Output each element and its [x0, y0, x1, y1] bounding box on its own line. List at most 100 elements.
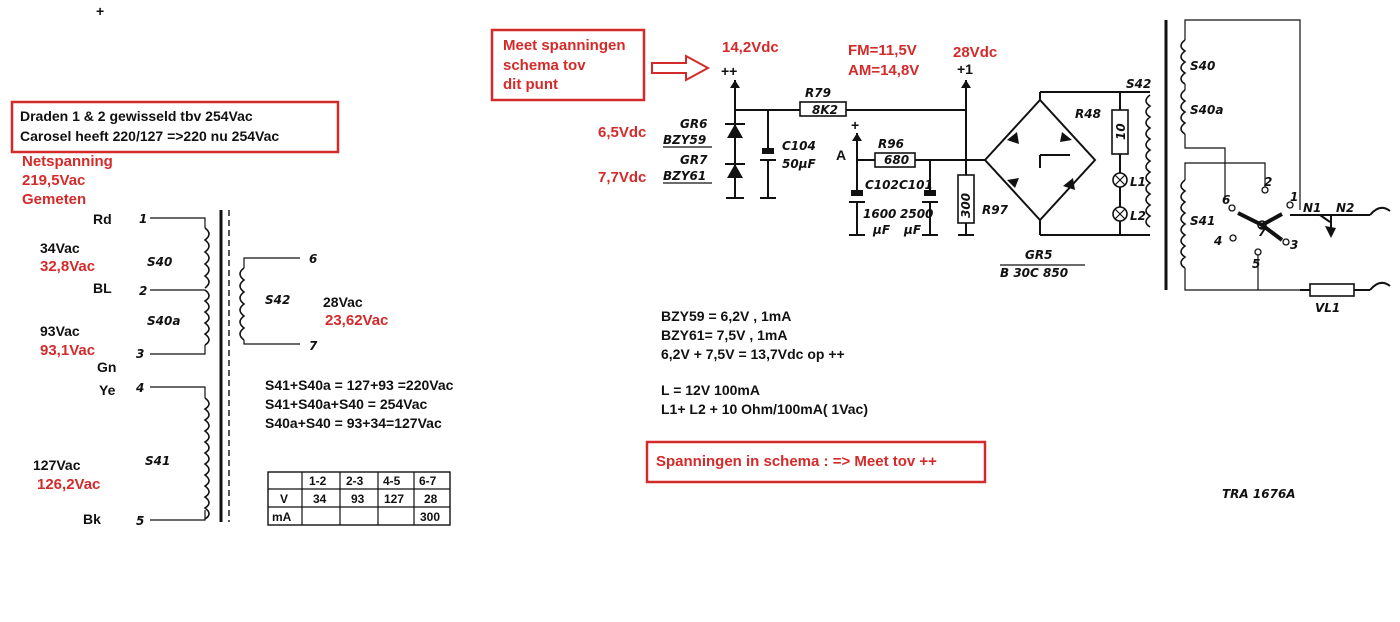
switch-pin-6: 6: [1222, 193, 1230, 207]
zener-gr6: [727, 124, 743, 138]
measure-box-line2: schema tov: [503, 57, 586, 74]
coil-s40-right: [1180, 39, 1187, 85]
wire-label-bk: Bk: [83, 511, 101, 527]
wire-label-ye: Ye: [99, 382, 116, 398]
netspanning-note: Gemeten: [22, 191, 86, 208]
r79-value: 8K2: [812, 103, 838, 117]
table-cell-v-1: 34: [313, 492, 327, 506]
r97-label: R97: [982, 203, 1009, 217]
table-cell-v-2: 93: [351, 492, 365, 506]
switch-pin-4: 4: [1213, 234, 1222, 248]
table-cell-v-label: V: [280, 492, 288, 506]
measure-arrow: [651, 54, 711, 82]
sec-pin-7: 7: [309, 339, 318, 353]
wire-label-rd: Rd: [93, 211, 112, 227]
r96-value: 680: [884, 153, 909, 167]
table-header-3: 4-5: [383, 474, 401, 488]
coil-s40a-right: [1180, 89, 1187, 135]
c104-label: C104: [782, 139, 816, 153]
note-line-1: BZY59 = 6,2V , 1mA: [661, 308, 791, 324]
coil-s40: [203, 227, 210, 289]
table-cell-ma-label: mA: [272, 510, 292, 524]
r48-label: R48: [1075, 107, 1101, 121]
voltage-34: 34Vac: [40, 240, 80, 256]
switch-pin-7: 7: [1258, 225, 1267, 239]
table-header-4: 6-7: [419, 474, 437, 488]
gr7-voltage: 7,7Vdc: [598, 169, 646, 186]
l1-label: L1: [1130, 175, 1146, 189]
capacitor-c101: [924, 190, 936, 196]
plus1-voltage: 28Vdc: [953, 44, 997, 61]
voltage-28: 28Vac: [323, 294, 363, 310]
schema-note-box: [645, 440, 987, 484]
note-line-5: L = 12V 100mA: [661, 382, 760, 398]
winding-label-s42: S42: [265, 293, 290, 307]
drawing-code: TRA 1676A: [1222, 487, 1296, 501]
note-line-3: 6,2V + 7,5V = 13,7Vdc op ++: [661, 346, 845, 362]
top-plus-mark: +: [96, 3, 104, 19]
zener-gr7: [727, 164, 743, 178]
netspanning-value: 219,5Vac: [22, 172, 85, 189]
plus1-terminal-label: +1: [957, 61, 973, 77]
gr6-voltage: 6,5Vdc: [598, 124, 646, 141]
winding-label-s41: S41: [145, 454, 170, 468]
c102-label: C102: [865, 178, 899, 192]
coil-s42: [239, 267, 246, 341]
voltage-127-meas: 126,2Vac: [37, 476, 100, 493]
table-cell-ma-4: 300: [420, 510, 440, 524]
voltage-93: 93Vac: [40, 323, 80, 339]
c102-value: 1600: [863, 207, 896, 221]
schema-note-text: Spanningen in schema : => Meet tov ++: [656, 453, 937, 470]
c101-label: C101: [899, 178, 933, 192]
sec-pin-6: 6: [309, 252, 317, 266]
measure-box-line1: Meet spanningen: [503, 37, 626, 54]
point-a-label: A: [836, 147, 846, 163]
coil-s42-right: [1145, 94, 1152, 228]
c101-value: 2500: [900, 207, 933, 221]
bridge-gr5: [983, 98, 1097, 222]
vl1-label: VL1: [1315, 301, 1340, 315]
fm-voltage: FM=11,5V: [848, 42, 917, 59]
coil-s41: [203, 397, 210, 520]
r97-value: 300: [959, 193, 973, 218]
netspanning-title: Netspanning: [22, 153, 113, 170]
gr6-type: BZY59: [663, 133, 706, 147]
am-voltage: AM=14,8V: [848, 62, 919, 79]
table-cell-v-3: 127: [384, 492, 404, 506]
c101-unit: µF: [903, 223, 922, 237]
gr7-type: BZY61: [663, 169, 706, 183]
gr5-label: GR5: [1025, 248, 1052, 262]
sum-line-2: S41+S40a+S40 = 254Vac: [265, 396, 428, 412]
wire-label-bl: BL: [93, 280, 112, 296]
voltage-93-meas: 93,1Vac: [40, 342, 95, 359]
winding-label-s40a: S40a: [147, 314, 180, 328]
gr7-label: GR7: [680, 153, 708, 167]
voltage-28-meas: 23,62Vac: [325, 312, 388, 329]
rewire-note-box: [10, 100, 340, 154]
voltage-selector-switch: [1228, 186, 1294, 290]
switch-pin-3: 3: [1290, 238, 1298, 252]
switch-pin-1: 1: [1290, 190, 1298, 204]
table-header-2: 2-3: [346, 474, 364, 488]
note-line-6: L1+ L2 + 10 Ohm/100mA( 1Vac): [661, 401, 868, 417]
gr6-label: GR6: [680, 117, 707, 131]
s40a-label: S40a: [1190, 103, 1223, 117]
pin-5: 5: [136, 514, 144, 528]
measure-point-box: [490, 28, 646, 102]
pp-voltage: 14,2Vdc: [722, 39, 779, 56]
c104-value: 50µF: [782, 157, 817, 171]
capacitor-c102: [851, 190, 863, 196]
voltage-127: 127Vac: [33, 457, 81, 473]
coil-s40a: [203, 289, 210, 346]
c102-unit: µF: [872, 223, 891, 237]
rewire-note-line1: Draden 1 & 2 gewisseld tbv 254Vac: [20, 108, 253, 124]
measure-box-line3: dit punt: [503, 76, 558, 93]
n1-label: N1: [1303, 201, 1321, 215]
s40-label: S40: [1190, 59, 1215, 73]
pin-4: 4: [135, 381, 144, 395]
n2-label: N2: [1336, 201, 1354, 215]
r48-value: 10: [1114, 123, 1128, 140]
pin-3: 3: [136, 347, 144, 361]
plus-small: +: [851, 117, 859, 133]
